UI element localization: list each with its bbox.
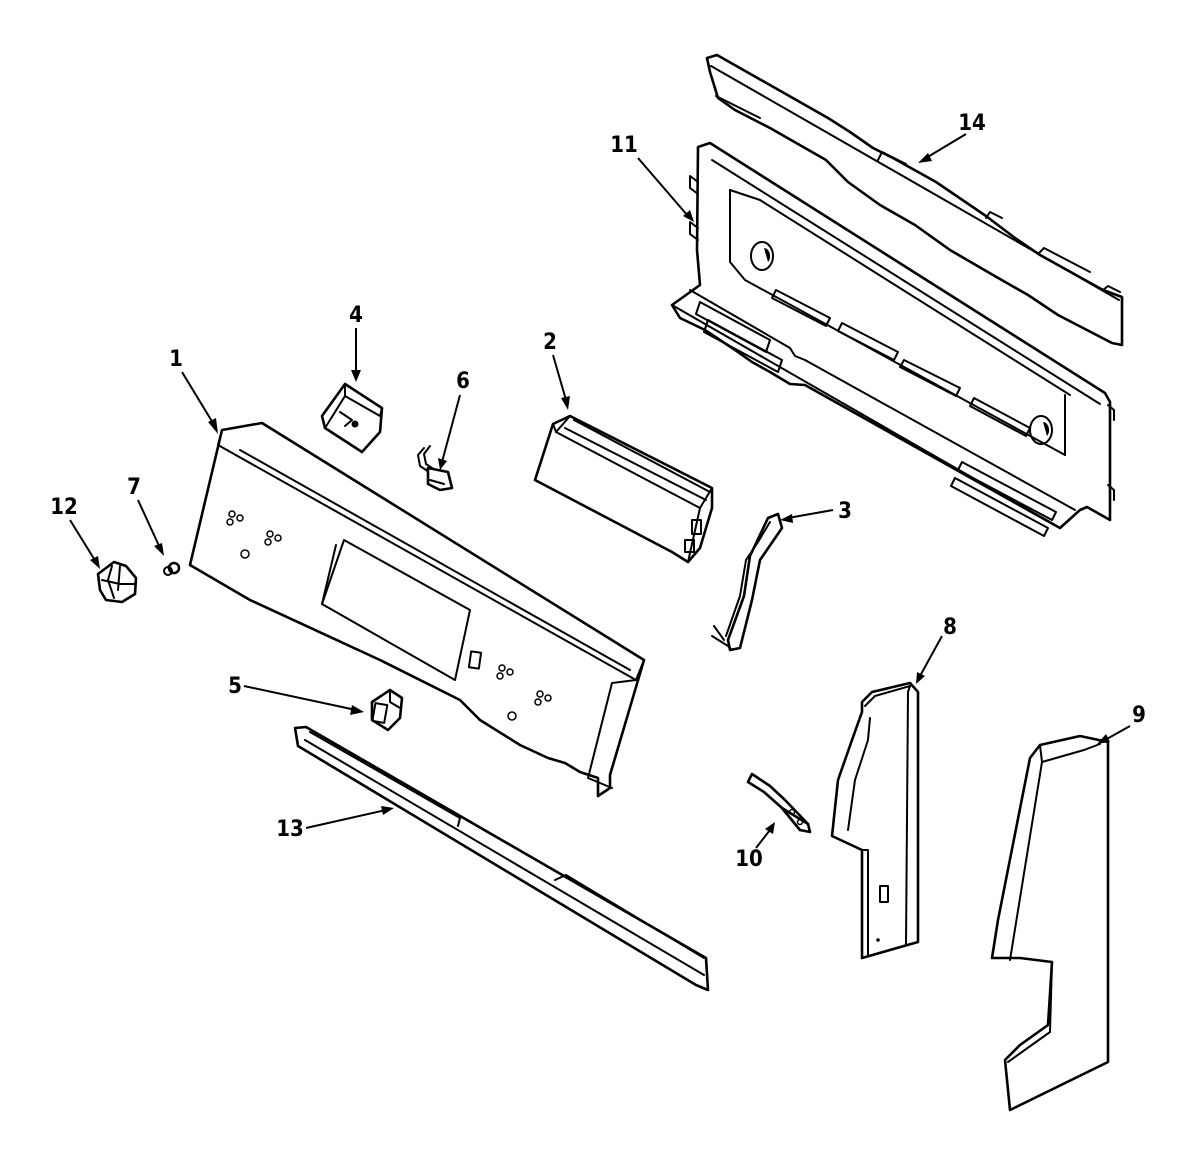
callout-9: 9 <box>1132 703 1146 728</box>
part-4-switch-block <box>320 382 384 454</box>
callout-5: 5 <box>228 674 242 699</box>
callout-labels: 1 2 3 4 5 6 7 8 9 10 11 12 13 14 <box>50 111 1146 872</box>
part-10-bracket <box>746 772 812 834</box>
callout-4: 4 <box>349 303 363 328</box>
callout-8: 8 <box>943 615 957 640</box>
part-11-rear-bracket <box>670 141 1115 537</box>
part-8-side-trim <box>830 681 920 960</box>
callout-11: 11 <box>610 133 638 158</box>
part-14-rear-trim <box>705 53 1124 347</box>
part-1-control-panel <box>188 421 646 798</box>
part-5-rocker-switch <box>370 688 404 732</box>
callout-7: 7 <box>127 475 141 500</box>
part-9-side-panel <box>990 734 1110 1112</box>
part-3-wire-bracket <box>711 512 784 652</box>
callout-1: 1 <box>169 347 183 372</box>
callout-2: 2 <box>543 330 557 355</box>
callout-13: 13 <box>276 817 304 842</box>
part-2-electronic-control <box>533 414 714 564</box>
callout-3: 3 <box>838 499 852 524</box>
part-6-clip <box>417 445 454 492</box>
part-12-knob <box>96 560 138 604</box>
part-7-screw <box>163 561 181 576</box>
callout-14: 14 <box>958 111 986 136</box>
part-13-lower-trim <box>293 725 710 992</box>
callout-6: 6 <box>456 369 470 394</box>
leader-lines <box>69 133 1131 849</box>
callout-10: 10 <box>735 847 763 872</box>
callout-12: 12 <box>50 495 78 520</box>
